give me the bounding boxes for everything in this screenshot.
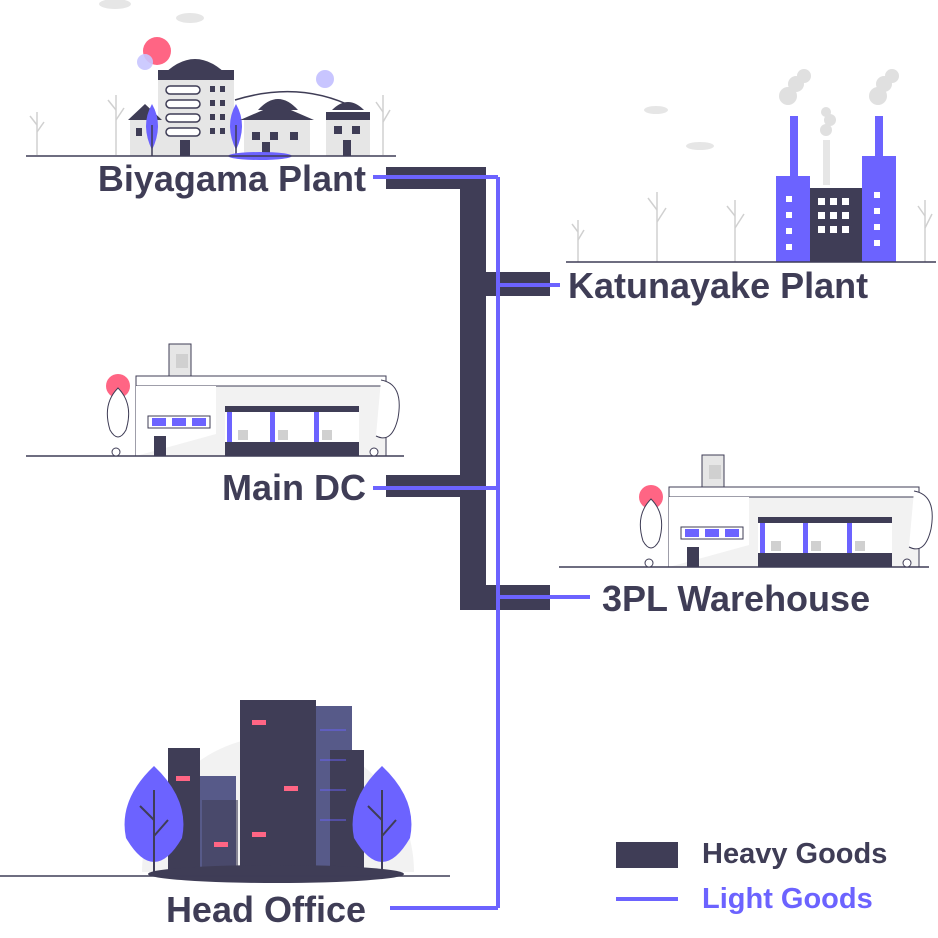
node-label-biyagama: Biyagama Plant: [97, 158, 366, 199]
node-label-3pl-warehouse: 3PL Warehouse: [602, 578, 871, 619]
biyagama-illustration: [26, 0, 396, 160]
legend-light-swatch: [616, 897, 678, 901]
legend-heavy-label: Heavy Goods: [702, 838, 888, 870]
node-label-head-office: Head Office: [165, 889, 366, 930]
main-dc-illustration: [26, 343, 404, 457]
heavy-trunk: [460, 167, 486, 610]
head-office-illustration: [0, 700, 450, 883]
light-goods-network: [373, 175, 590, 910]
katunayake-illustration: [566, 69, 936, 263]
heavy-goods-network: [386, 167, 550, 610]
legend-heavy-swatch: [616, 842, 678, 868]
node-label-main-dc: Main DC: [222, 467, 366, 508]
legend-light-label: Light Goods: [702, 883, 873, 915]
node-label-katunayake: Katunayake Plant: [568, 265, 869, 306]
3pl-warehouse-illustration: [559, 454, 933, 568]
